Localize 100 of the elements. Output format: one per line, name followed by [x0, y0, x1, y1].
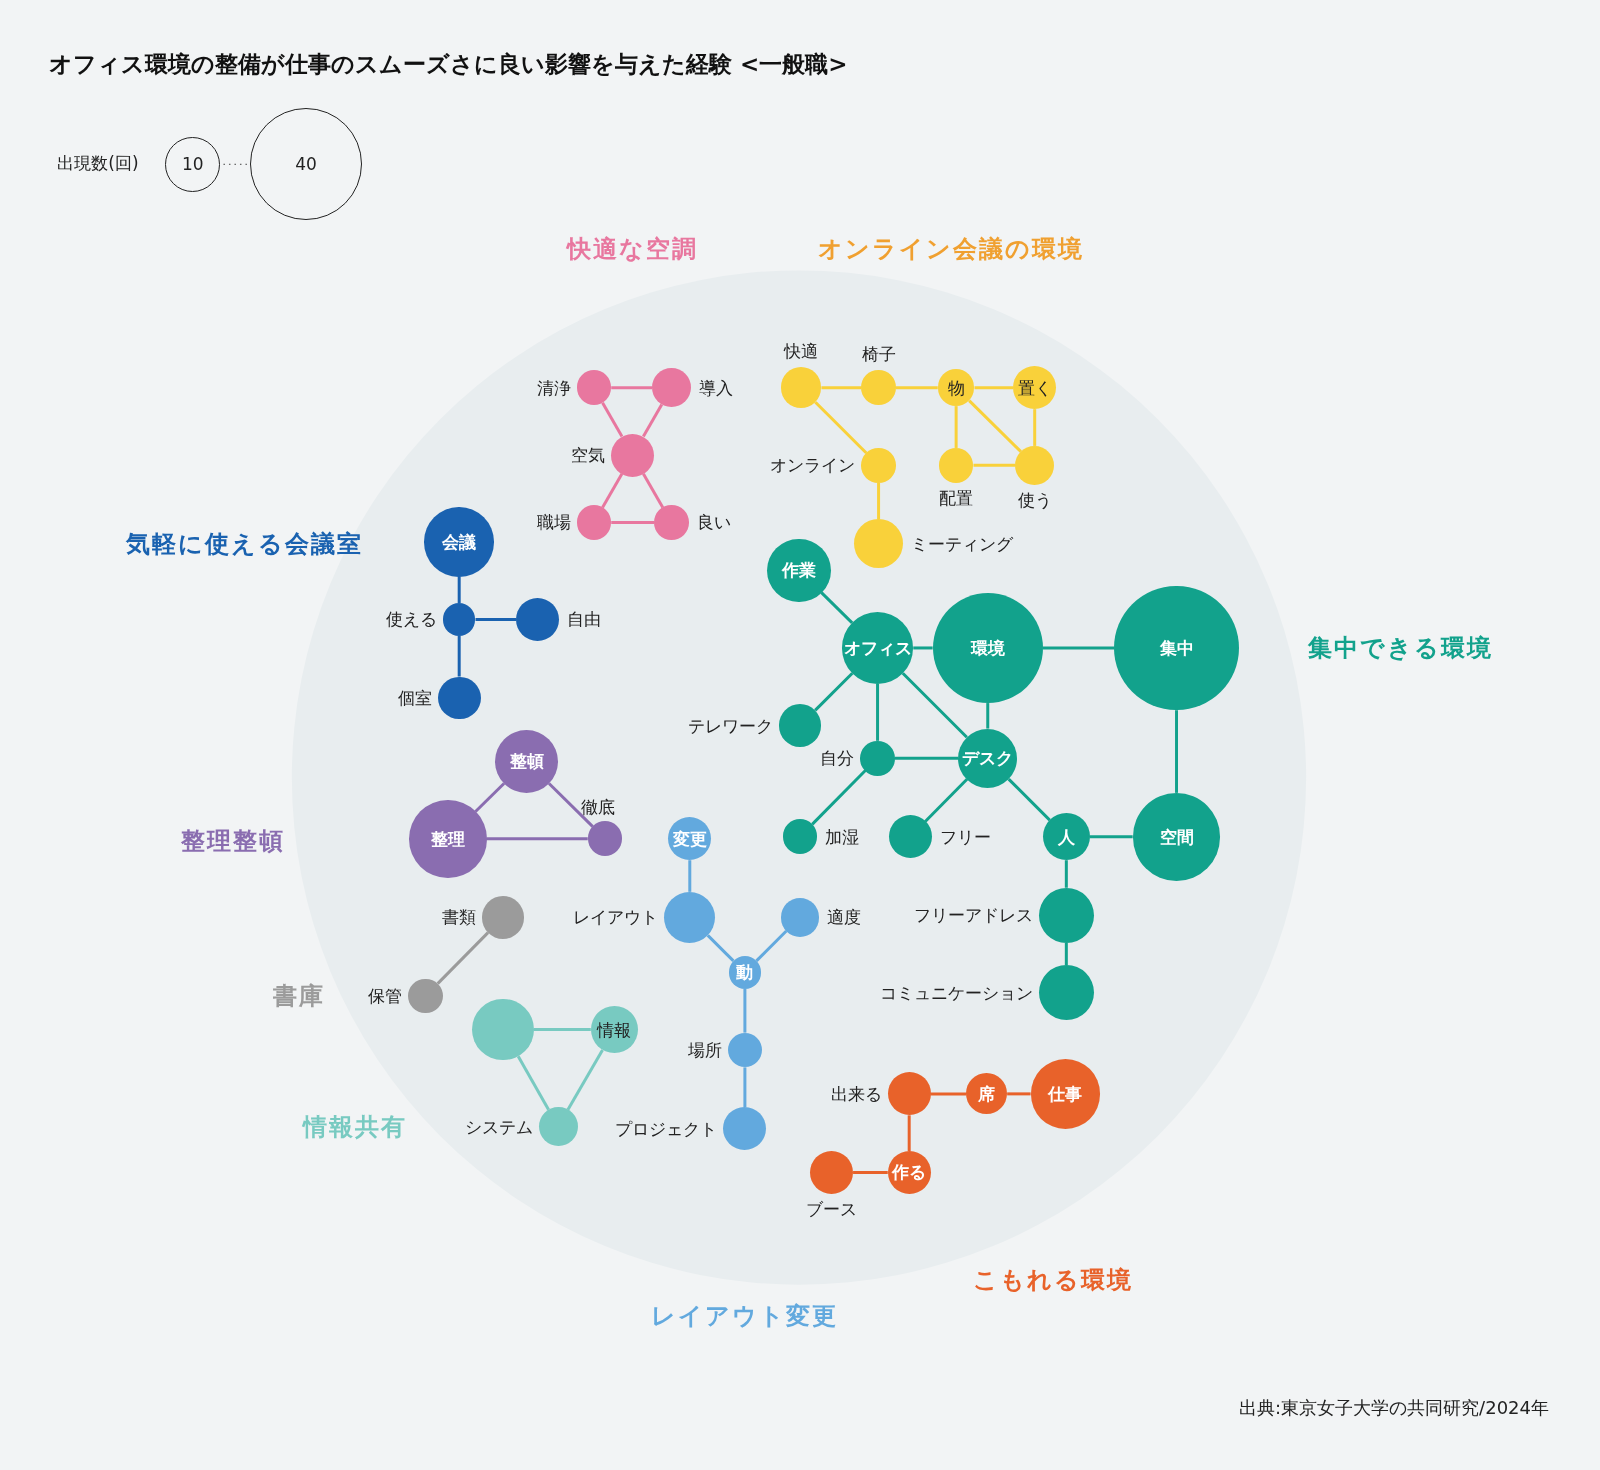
connector-line: [566, 1049, 604, 1111]
node-label: 徹底: [580, 796, 615, 820]
cluster-label: レイアウト変更: [651, 1301, 839, 1333]
node-label: 整理: [430, 827, 465, 851]
node-label: 適度: [827, 905, 862, 929]
node-label: 席: [978, 1082, 996, 1106]
connector-line: [1175, 710, 1179, 793]
connector-line: [475, 617, 517, 621]
connector-line: [954, 406, 958, 448]
connector-line: [516, 1055, 550, 1111]
cluster-label: 情報共有: [303, 1111, 408, 1143]
node-label: テレワーク: [687, 714, 773, 737]
connector-line: [821, 386, 862, 390]
connector-line: [974, 386, 1014, 390]
connector-line: [913, 646, 933, 650]
cluster-label: 集中できる環境: [1307, 632, 1493, 664]
cluster-label: こもれる環境: [973, 1264, 1134, 1296]
cluster-label: 整理整頓: [180, 825, 285, 857]
connector-line: [601, 402, 624, 438]
node-label: 作る: [892, 1160, 927, 1184]
connector-line: [901, 672, 968, 739]
connector-line: [877, 482, 881, 520]
node-label: フリー: [939, 825, 991, 849]
connector-line: [1033, 409, 1037, 446]
connector-line: [811, 769, 867, 826]
node-label: 情報: [597, 1018, 632, 1042]
node-label: 快適: [784, 340, 818, 364]
cluster-label: 書庫: [272, 980, 325, 1012]
connector-line: [457, 635, 461, 677]
connector-line: [1064, 942, 1068, 966]
node-label: 置く: [1017, 376, 1052, 400]
connector-line: [814, 672, 854, 712]
node-label: 書類: [441, 905, 476, 929]
connector-line: [1007, 778, 1051, 822]
connector-line: [601, 472, 624, 509]
connector-line: [895, 386, 938, 390]
node-label: 作業: [781, 558, 816, 582]
connector-line: [986, 703, 990, 729]
node-label: 導入: [698, 376, 733, 400]
connector-line: [642, 403, 664, 438]
node-label: システム: [464, 1115, 533, 1138]
connector-line: [688, 860, 692, 892]
node-label: 個室: [397, 686, 432, 710]
cluster-label: 快適な空調: [567, 233, 699, 265]
connector-line: [474, 782, 506, 813]
node-label: 椅子: [861, 343, 896, 367]
node-label: 変更: [672, 827, 707, 851]
node-label: 自由: [567, 607, 602, 631]
connector-line: [706, 934, 735, 962]
connector-line: [820, 591, 854, 624]
connector-line: [457, 576, 461, 604]
node-label: 空間: [1159, 825, 1194, 849]
connector-line: [1042, 646, 1115, 650]
connector-line: [876, 683, 880, 741]
node-label: 場所: [687, 1038, 722, 1062]
node-label: オンライン: [770, 453, 856, 477]
node-label: 仕事: [1048, 1082, 1083, 1106]
node-label: ミーティング: [911, 532, 1014, 556]
connector-line: [743, 988, 747, 1033]
connector-line: [1064, 860, 1068, 888]
node-label: 環境: [970, 636, 1005, 660]
node-label: 配置: [939, 486, 974, 510]
cluster-label: 気軽に使える会議室: [126, 528, 364, 560]
node-label: 空気: [571, 443, 606, 467]
connector-line: [894, 756, 959, 760]
connector-line: [853, 1170, 888, 1174]
node-label: プロジェクト: [615, 1117, 718, 1141]
connector-line: [968, 399, 1022, 453]
node-label: 使う: [1017, 488, 1052, 512]
node-label: 自分: [820, 746, 855, 770]
connector-line: [814, 401, 868, 455]
node-label: 動: [736, 960, 754, 984]
node-label: 加湿: [825, 825, 860, 849]
node-label: 物: [947, 376, 965, 400]
node-label: 集中: [1159, 636, 1194, 660]
connector-line: [611, 520, 655, 524]
node-label: 保管: [368, 984, 403, 1008]
connector-line: [1089, 835, 1133, 839]
connector-line: [436, 931, 490, 985]
node-label: 会議: [442, 530, 477, 554]
connector-line: [1007, 1092, 1031, 1096]
source-note: 出典:東京女子大学の共同研究/2024年: [1239, 1395, 1549, 1420]
node-label: 良い: [696, 510, 731, 534]
connector-line: [755, 930, 788, 962]
legend-title: 出現数(回): [57, 151, 139, 175]
connector-line: [486, 837, 588, 841]
node-label: デスク: [962, 746, 1014, 770]
connector-line: [533, 1028, 591, 1032]
node-label: フリーアドレス: [913, 903, 1033, 927]
connector-line: [642, 472, 665, 509]
node-label: オフィス: [843, 636, 912, 660]
connector-line: [973, 463, 1016, 467]
node-label: 使える: [385, 607, 437, 631]
node-label: 清浄: [536, 376, 571, 400]
node-label: レイアウト: [573, 905, 659, 929]
chart-title: オフィス環境の整備が仕事のスムーズさに良い影響を与えた経験 <一般職>: [48, 49, 848, 79]
connector-line: [924, 778, 969, 823]
node-label: ブース: [806, 1197, 858, 1221]
node-label: 出来る: [830, 1082, 882, 1106]
cluster-label: オンライン会議の環境: [818, 233, 1084, 265]
